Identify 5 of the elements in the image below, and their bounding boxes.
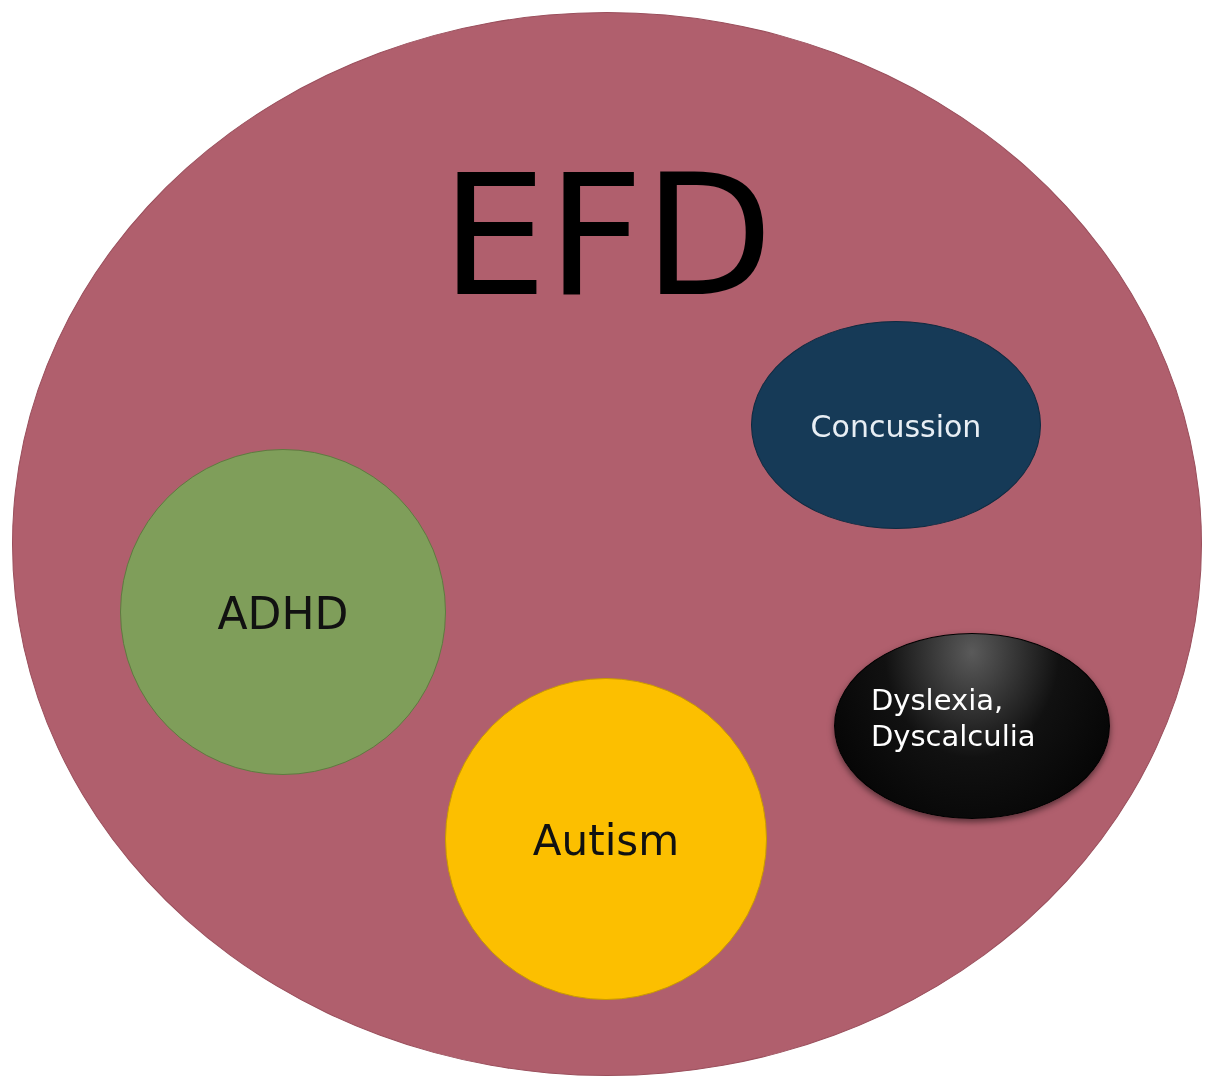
diagram-heading: EFD [439, 137, 775, 336]
condition-label: ADHD [216, 587, 350, 641]
condition-label: Autism [531, 815, 681, 867]
condition-label: Concussion [809, 408, 983, 446]
condition-label: Dyslexia, Dyscalculia [870, 682, 1037, 755]
